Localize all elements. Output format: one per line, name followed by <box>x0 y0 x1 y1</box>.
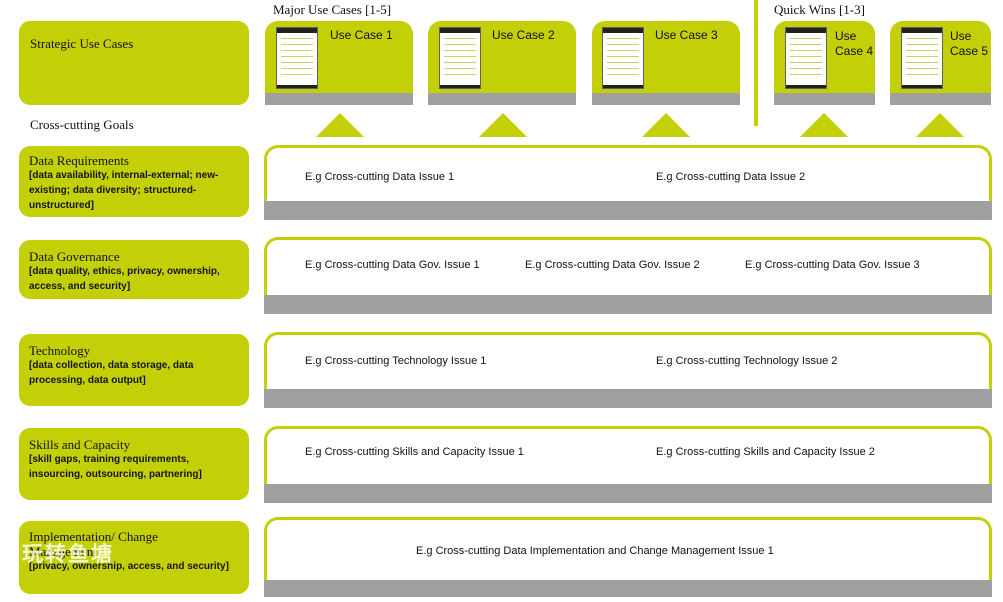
section-divider <box>754 0 758 126</box>
watermark: 玩转鱼塘 <box>22 543 114 566</box>
goal-subtitle: [skill gaps, training requirements, inso… <box>29 454 202 480</box>
goal-row-data-governance <box>264 237 992 295</box>
goal-box-skills-capacity: Skills and Capacity [skill gaps, trainin… <box>19 428 249 500</box>
goal-box-data-requirements: Data Requirements [data availability, in… <box>19 146 249 217</box>
use-case-bar-3 <box>592 93 740 105</box>
goal-row-implementation <box>264 517 992 580</box>
issue-item: E.g Cross-cutting Data Gov. Issue 1 <box>305 259 480 271</box>
issue-item: E.g Cross-cutting Data Gov. Issue 2 <box>525 259 700 271</box>
strategic-use-cases-box: Strategic Use Cases <box>19 21 249 105</box>
goal-row-technology <box>264 332 992 389</box>
goal-box-data-governance: Data Governance [data quality, ethics, p… <box>19 240 249 299</box>
arrow-up-icon <box>642 113 690 137</box>
goal-title: Skills and Capacity <box>29 437 131 452</box>
use-case-label-5: Use Case 5 <box>950 29 989 58</box>
goal-subtitle: [privacy, ownership, access, and securit… <box>29 561 229 572</box>
goal-subtitle: [data quality, ethics, privacy, ownershi… <box>29 266 220 292</box>
issue-item: E.g Cross-cutting Skills and Capacity Is… <box>656 446 875 458</box>
issue-item: E.g Cross-cutting Technology Issue 1 <box>305 355 487 367</box>
use-case-bar-1 <box>265 93 413 105</box>
use-case-bar-5 <box>890 93 991 105</box>
quick-wins-label: Quick Wins [1-3] <box>774 2 865 17</box>
goal-row-bar <box>264 389 992 408</box>
goal-title: Data Governance <box>29 249 120 264</box>
goal-title: Technology <box>29 343 91 358</box>
use-case-bar-2 <box>428 93 576 105</box>
arrow-up-icon <box>800 113 848 137</box>
goal-box-implementation: Implementation/ Change Management [priva… <box>19 521 249 594</box>
goal-row-bar <box>264 295 992 314</box>
goal-box-technology: Technology [data collection, data storag… <box>19 334 249 406</box>
arrow-up-icon <box>479 113 527 137</box>
use-case-label-1: Use Case 1 <box>330 28 393 42</box>
use-case-label-2: Use Case 2 <box>492 28 555 42</box>
goal-row-skills-capacity <box>264 426 992 484</box>
major-use-cases-label: Major Use Cases [1-5] <box>273 2 392 17</box>
use-case-thumbnail-1 <box>276 27 318 89</box>
issue-item: E.g Cross-cutting Skills and Capacity Is… <box>305 446 524 458</box>
goal-row-data-requirements <box>264 145 992 201</box>
issue-item: E.g Cross-cutting Data Gov. Issue 3 <box>745 259 920 271</box>
goal-row-bar <box>264 201 992 220</box>
use-case-bar-4 <box>774 93 875 105</box>
issue-item: E.g Cross-cutting Data Issue 1 <box>305 171 455 183</box>
issue-item: E.g Cross-cutting Data Issue 2 <box>656 171 806 183</box>
cross-cutting-goals-label: Cross-cutting Goals <box>30 117 134 132</box>
use-case-thumbnail-3 <box>602 27 644 89</box>
goal-subtitle: [data availability, internal-external; n… <box>29 170 219 211</box>
arrow-up-icon <box>316 113 364 137</box>
arrow-up-icon <box>916 113 964 137</box>
use-case-thumbnail-4 <box>785 27 827 89</box>
strategic-use-cases-title: Strategic Use Cases <box>30 36 134 51</box>
use-case-thumbnail-5 <box>901 27 943 89</box>
goal-row-bar <box>264 580 992 597</box>
use-case-label-4: Use Case 4 <box>835 29 874 58</box>
goal-title: Implementation/ Change Management <box>29 529 158 559</box>
goal-subtitle: [data collection, data storage, data pro… <box>29 360 194 386</box>
issue-item: E.g Cross-cutting Technology Issue 2 <box>656 355 838 367</box>
issue-item: E.g Cross-cutting Data Implementation an… <box>416 545 774 557</box>
use-case-label-3: Use Case 3 <box>655 28 718 42</box>
use-case-thumbnail-2 <box>439 27 481 89</box>
goal-title: Data Requirements <box>29 153 129 168</box>
goal-row-bar <box>264 484 992 503</box>
